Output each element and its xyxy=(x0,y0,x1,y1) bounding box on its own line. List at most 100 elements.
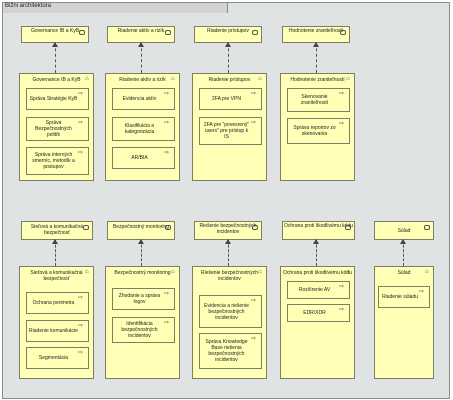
function-arrow-icon: ⇨ xyxy=(339,91,345,97)
capability-icon: ⌂ xyxy=(85,269,89,275)
capability-label: Súlad xyxy=(397,270,411,276)
function-label: Správa Stratégie KyB xyxy=(29,96,78,102)
function-arrow-icon: ⇨ xyxy=(164,91,170,97)
function-arrow-icon: ⇨ xyxy=(339,121,345,127)
function-logy[interactable]: Zhodanie a správa logov ⇨ xyxy=(112,288,175,310)
capability-icon: ⌂ xyxy=(258,76,262,82)
function-label: 2FA pre VPN xyxy=(212,96,241,102)
realization-connector xyxy=(228,43,229,73)
realization-arrowhead xyxy=(400,239,406,244)
function-skenovanie[interactable]: Skenovanie zraniteľností ⇨ xyxy=(287,88,350,112)
interface-sulad[interactable]: Súlad xyxy=(374,221,434,240)
capability-skodlivy-kod[interactable]: Ochrana proti škodlivému kódu ⌂ Rozšíren… xyxy=(280,266,355,379)
function-label: Evidencia aktív xyxy=(122,96,157,102)
function-2fa-users[interactable]: 2FA pre "povesrený" users" pre prístup k… xyxy=(199,117,262,145)
function-arrow-icon: ⇨ xyxy=(78,120,84,126)
capability-incidenty[interactable]: Riešenie bezpečnostných incidentov ⌂ Evi… xyxy=(192,266,267,379)
function-sprava-smernic[interactable]: Správa interných smerníc, metodík a post… xyxy=(26,147,89,175)
function-arrow-icon: ⇨ xyxy=(78,323,84,329)
function-ochrana-perimetra[interactable]: Ochrana perimetra ⇨ xyxy=(26,292,89,314)
function-knowledge-base[interactable]: Správa Knowledge Base riešenia bezpečnos… xyxy=(199,333,262,369)
function-label: Skenovanie zraniteľností xyxy=(300,94,329,106)
function-label: Správa reportov zo skenovania xyxy=(293,125,336,137)
realization-connector xyxy=(141,43,142,73)
interface-governance[interactable]: Governance IB a KyB xyxy=(21,26,89,43)
realization-arrowhead xyxy=(313,239,319,244)
function-arrow-icon: ⇨ xyxy=(339,284,345,290)
realization-connector xyxy=(228,240,229,266)
interface-skodlivy-kod[interactable]: Ochrana proti škodlivému kódu xyxy=(282,221,355,240)
realization-connector xyxy=(316,240,317,266)
function-label: Identifikácia bezpečnostných incidentov xyxy=(121,321,158,339)
realization-arrowhead xyxy=(52,42,58,47)
function-label: Správa Knowledge Base riešenia bezpečnos… xyxy=(205,339,248,363)
function-2fa-vpn[interactable]: 2FA pre VPN ⇨ xyxy=(199,88,262,110)
capability-icon: ⌂ xyxy=(258,269,262,275)
function-arrow-icon: ⇨ xyxy=(78,295,84,301)
interface-label: Riadenie prístupov xyxy=(207,28,249,34)
realization-arrowhead xyxy=(225,42,231,47)
interface-riadenie-aktiv[interactable]: Riadenie aktív a rizík xyxy=(107,26,175,43)
function-riadenie-komunikacie[interactable]: Riadenie komunikácie ⇨ xyxy=(26,320,89,342)
capability-monitoring[interactable]: Bezpečnostný monitoring ⌂ Zhodanie a spr… xyxy=(105,266,180,379)
function-arrow-icon: ⇨ xyxy=(164,150,170,156)
function-identifikacia[interactable]: Identifikácia bezpečnostných incidentov … xyxy=(112,317,175,343)
function-label: Ochrana perimetra xyxy=(32,300,75,306)
interface-riadenie-pristupov[interactable]: Riadenie prístupov xyxy=(194,26,262,43)
interface-sietova[interactable]: Sieťová a komunikačná bezpečnosť xyxy=(21,221,93,240)
function-arrow-icon: ⇨ xyxy=(78,350,84,356)
capability-label: Riadenie aktív a rizík xyxy=(119,77,166,83)
function-evidencia-aktiv[interactable]: Evidencia aktív ⇨ xyxy=(112,88,175,110)
interface-icon xyxy=(345,225,351,230)
function-arrow-icon: ⇨ xyxy=(419,289,425,295)
function-arrow-icon: ⇨ xyxy=(78,150,84,156)
capability-label: Hodnotenie zraniteľností xyxy=(290,77,345,83)
function-label: Rozšírenie AV xyxy=(298,287,331,293)
function-arrow-icon: ⇨ xyxy=(251,298,257,304)
function-label: Správa Bezpečnostných politík xyxy=(35,120,72,138)
function-rozsirenie-av[interactable]: Rozšírenie AV ⇨ xyxy=(287,281,350,299)
function-ar-bia[interactable]: AR/BIA ⇨ xyxy=(112,147,175,169)
function-segmentacia[interactable]: Segmentácia ⇨ xyxy=(26,347,89,369)
capability-icon: ⌂ xyxy=(425,269,429,275)
function-arrow-icon: ⇨ xyxy=(164,320,170,326)
capability-governance[interactable]: Governance IB a KyB ⌂ Správa Stratégie K… xyxy=(19,73,94,181)
function-edr-xdr[interactable]: EDR/XDR ⇨ xyxy=(287,304,350,322)
realization-arrowhead xyxy=(138,239,144,244)
interface-monitoring[interactable]: Bezpečnostný monitoring xyxy=(107,221,175,240)
interface-label: Governance IB a KyB xyxy=(30,28,80,34)
capability-sietova[interactable]: Sieťová a komunikačná bezpečnosť ⌂ Ochra… xyxy=(19,266,94,379)
realization-connector xyxy=(55,240,56,266)
realization-connector xyxy=(403,240,404,266)
realization-arrowhead xyxy=(313,42,319,47)
interface-label: Ochrana proti škodlivému kódu xyxy=(284,223,353,229)
capability-label: Riešenie bezpečnostných incidentov xyxy=(201,270,258,282)
capability-icon: ⌂ xyxy=(346,76,350,82)
interface-icon xyxy=(340,30,346,35)
capability-riadenie-aktiv[interactable]: Riadenie aktív a rizík ⌂ Evidencia aktív… xyxy=(105,73,180,181)
interface-incidenty[interactable]: Riešenie bezpečnostných incidentov xyxy=(194,221,262,240)
function-klasifikacia[interactable]: Klasifikácia a kategorizácia ⇨ xyxy=(112,117,175,141)
function-arrow-icon: ⇨ xyxy=(164,291,170,297)
function-label: Správa interných smerníc, metodík a post… xyxy=(32,152,75,170)
realization-connector xyxy=(141,240,142,266)
interface-hodnotenie[interactable]: Hodnotenie zraniteľností xyxy=(282,26,350,43)
function-label: Riadenie komunikácie xyxy=(29,328,78,334)
function-evidencia-incidentov[interactable]: Evidencia a riešenie bezpečnostných inci… xyxy=(199,295,262,328)
function-label: EDR/XDR xyxy=(303,310,326,316)
function-sprava-politik[interactable]: Správa Bezpečnostných politík ⇨ xyxy=(26,117,89,141)
function-arrow-icon: ⇨ xyxy=(251,120,257,126)
capability-sulad[interactable]: Súlad ⌂ Riadenie súladu ⇨ xyxy=(374,266,434,379)
interface-label: Sieťová a komunikačná bezpečnosť xyxy=(30,224,84,236)
capability-hodnotenie[interactable]: Hodnotenie zraniteľností ⌂ Skenovanie zr… xyxy=(280,73,355,181)
realization-connector xyxy=(55,43,56,73)
interface-label: Riadenie aktív a rizík xyxy=(117,28,165,34)
function-riadenie-suladu[interactable]: Riadenie súladu ⇨ xyxy=(378,286,430,308)
function-label: 2FA pre "povesrený" users" pre prístup k… xyxy=(203,122,250,140)
function-arrow-icon: ⇨ xyxy=(78,91,84,97)
function-sprava-strategie[interactable]: Správa Stratégie KyB ⇨ xyxy=(26,88,89,110)
realization-arrowhead xyxy=(225,239,231,244)
interface-label: Riešenie bezpečnostných incidentov xyxy=(199,223,257,235)
function-sprava-reportov[interactable]: Správa reportov zo skenovania ⇨ xyxy=(287,118,350,144)
capability-riadenie-pristupov[interactable]: Riadenie prístupov ⌂ 2FA pre VPN ⇨ 2FA p… xyxy=(192,73,267,181)
